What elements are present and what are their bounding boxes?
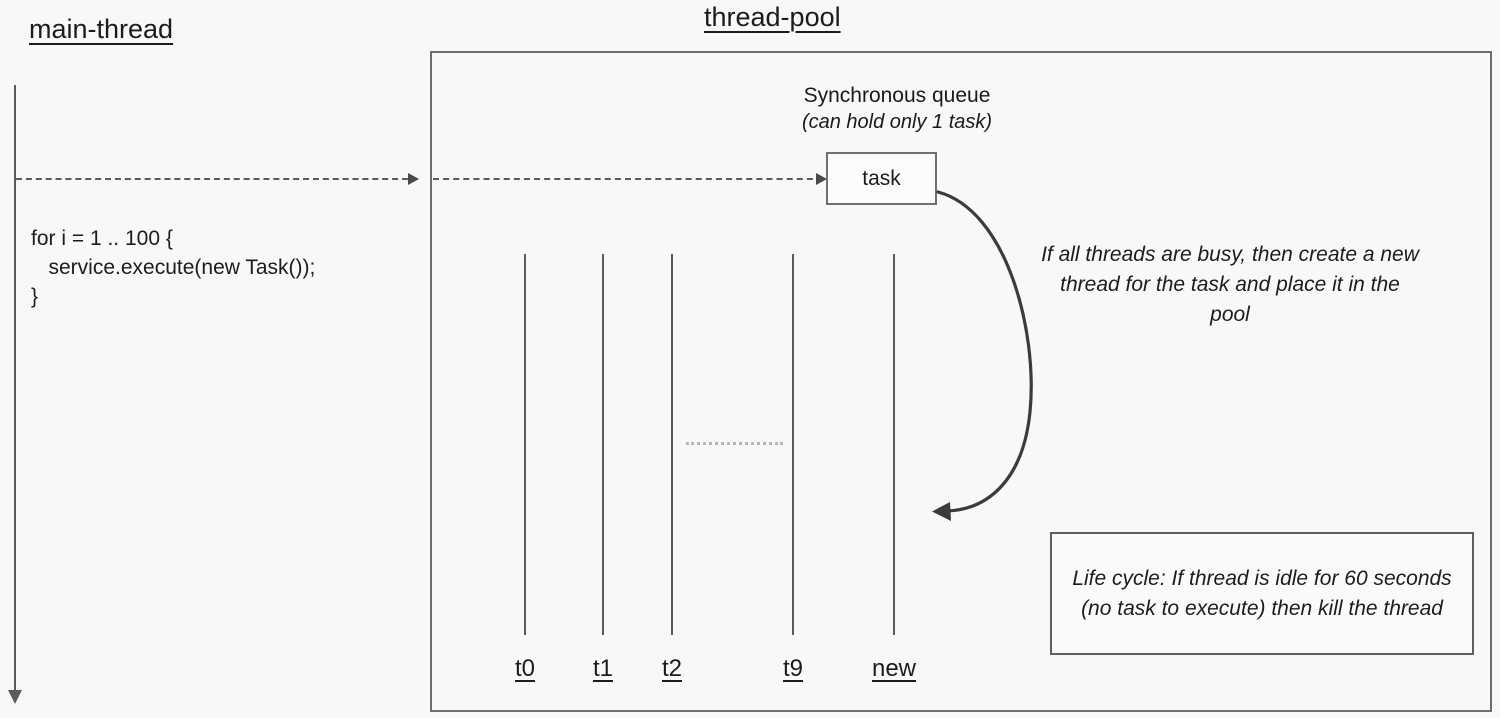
synchronous-queue-label: Synchronous queue (can hold only 1 task) bbox=[742, 83, 1052, 135]
thread-lifeline-t0 bbox=[524, 254, 526, 635]
thread-lifeline-t9 bbox=[792, 254, 794, 635]
create-new-thread-curved-arrow-icon bbox=[932, 190, 1033, 521]
thread-lifeline-t1 bbox=[602, 254, 604, 635]
thread-lifeline-new bbox=[893, 254, 895, 635]
thread-label-t9: t9 bbox=[782, 655, 803, 682]
synchronous-queue-subtitle: (can hold only 1 task) bbox=[801, 111, 993, 133]
main-thread-code-snippet: for i = 1 .. 100 { service.execute(new T… bbox=[31, 227, 316, 308]
thread-pool-container bbox=[430, 51, 1492, 712]
main-thread-title: main-thread bbox=[29, 14, 174, 44]
new-thread-annotation: If all threads are busy, then create a n… bbox=[1041, 243, 1419, 326]
thread-label-t1: t1 bbox=[592, 655, 613, 682]
task-box: task bbox=[826, 152, 937, 205]
submit-arrow-into-pool-icon bbox=[408, 173, 419, 185]
synchronous-queue-title: Synchronous queue bbox=[803, 84, 991, 107]
thread-label-t0: t0 bbox=[514, 655, 535, 682]
lifecycle-note-box: Life cycle: If thread is idle for 60 sec… bbox=[1050, 532, 1474, 655]
main-thread-lifeline bbox=[14, 85, 16, 693]
thread-label-t2: t2 bbox=[661, 655, 682, 682]
task-box-label: task bbox=[862, 166, 901, 190]
submit-arrow-into-queue-icon bbox=[816, 173, 827, 185]
submit-dashed-line-right bbox=[433, 178, 823, 180]
lifecycle-note-text: Life cycle: If thread is idle for 60 sec… bbox=[1072, 566, 1452, 620]
main-thread-lifeline-arrow-icon bbox=[8, 690, 22, 704]
thread-label-new: new bbox=[871, 655, 917, 682]
thread-pool-title: thread-pool bbox=[704, 2, 841, 32]
thread-lifeline-t2 bbox=[671, 254, 673, 635]
submit-dashed-line-left bbox=[16, 178, 408, 180]
threads-ellipsis-dotted-line bbox=[686, 442, 783, 445]
